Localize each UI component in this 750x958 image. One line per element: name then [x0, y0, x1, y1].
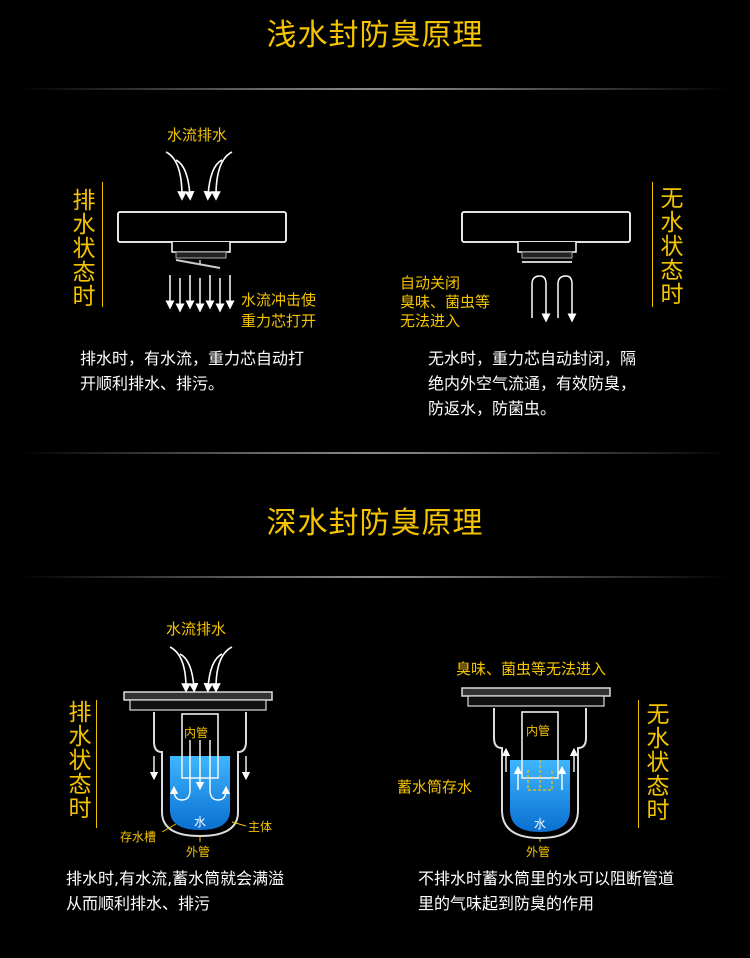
section2-right-side-bar [638, 700, 639, 828]
s1-right-desc-line3: 防返水，防菌虫。 [428, 399, 557, 418]
section1-divider [20, 88, 730, 90]
section2-left-side-label: 排水状态时 [64, 700, 90, 820]
section2-right-side-label: 无水状态时 [642, 702, 668, 822]
s2-left-inflow-arrows [169, 646, 233, 693]
s1-left-open-core [175, 259, 221, 269]
s2-right-plate [461, 687, 611, 697]
s2-right-description: 不排水时蓄水筒里的水可以阻断管道 里的气味起到防臭的作用 [418, 866, 674, 916]
s2-left-water-label: 水 [194, 815, 207, 829]
s1-right-note-line1: 自动关闭 [400, 274, 461, 292]
section2-title: 深水封防臭原理 [266, 506, 484, 541]
s1-right-desc-line2: 绝内外空气流通，有效防臭， [428, 374, 637, 393]
s2-left-desc-line2: 从而顺利排水、排污 [66, 894, 211, 913]
section1-left-side-label: 排水状态时 [68, 188, 94, 308]
s2-left-tank-label: 存水槽 [120, 830, 157, 844]
s1-left-note-line1: 水流冲击使 [241, 291, 317, 309]
s2-left-flow-arrows [149, 740, 251, 801]
s2-right-outer-pipe-label: 外管 [526, 845, 551, 859]
section1-left-side-bar [102, 182, 103, 307]
s2-left-plate [123, 691, 273, 701]
s2-right-desc-line2: 里的气味起到防臭的作用 [418, 894, 595, 913]
s2-right-water-label: 水 [534, 817, 547, 831]
s1-left-inflow-arrows [165, 151, 233, 201]
s1-left-description: 排水时，有水流，重力芯自动打 开顺利排水、排污。 [80, 346, 304, 396]
s2-right-storage-label: 蓄水筒存水 [397, 778, 473, 796]
s2-left-body-label: 主体 [248, 820, 273, 834]
s2-left-description: 排水时,有水流,蓄水筒就会满溢 从而顺利排水、排污 [66, 866, 284, 916]
s1-left-top-label: 水流排水 [167, 126, 228, 144]
s2-left-inner-pipe-label: 内管 [184, 726, 209, 740]
section-separator [20, 452, 730, 454]
s1-left-outflow-arrows [165, 275, 235, 313]
s2-left-desc-line1: 排水时,有水流,蓄水筒就会满溢 [66, 869, 285, 888]
s1-right-blocked-arrows [531, 275, 577, 323]
s1-left-desc-line2: 开顺利排水、排污。 [80, 374, 225, 393]
s1-left-desc-line1: 排水时，有水流，重力芯自动打 [80, 349, 305, 368]
s2-right-inner-pipe-label: 内管 [526, 724, 551, 738]
s1-right-desc-line1: 无水时，重力芯自动封闭，隔 [428, 349, 637, 368]
s2-right-blocked-arrows [501, 747, 579, 790]
s2-left-outer-pipe-label: 外管 [186, 845, 211, 859]
s1-right-description: 无水时，重力芯自动封闭，隔 绝内外空气流通，有效防臭， 防返水，防菌虫。 [428, 346, 636, 421]
section1-right-side-label: 无水状态时 [656, 186, 682, 306]
s1-right-note-line2: 臭味、菌虫等 [400, 293, 491, 311]
section2-divider [20, 576, 730, 578]
section2-left-side-bar [96, 700, 97, 828]
s1-left-note-line2: 重力芯打开 [241, 312, 317, 330]
s2-left-water [170, 756, 230, 830]
s1-right-note-line3: 无法进入 [400, 312, 461, 330]
section1-right-side-bar [652, 182, 653, 307]
s2-right-top-label: 臭味、菌虫等无法进入 [456, 660, 607, 678]
s2-right-desc-line1: 不排水时蓄水筒里的水可以阻断管道 [418, 869, 675, 888]
section1-title: 浅水封防臭原理 [266, 18, 484, 53]
s2-left-top-label: 水流排水 [166, 620, 227, 638]
